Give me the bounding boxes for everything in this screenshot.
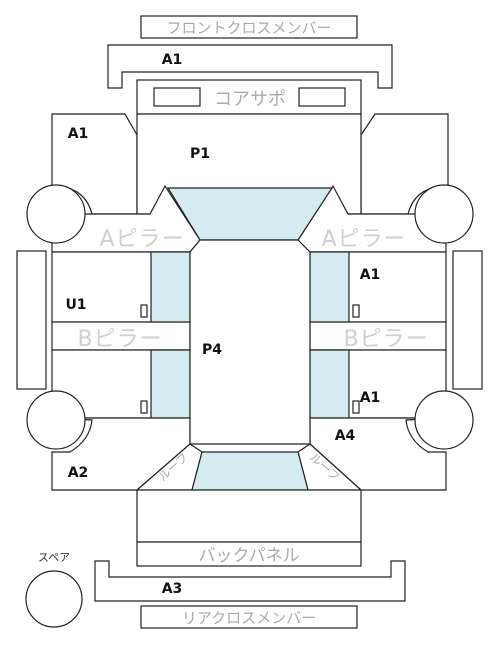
rear-cross-member[interactable]: リアクロスメンバー <box>140 605 358 629</box>
grade-front-member: A1 <box>162 52 183 68</box>
rear-left-wheel[interactable] <box>26 390 86 450</box>
grade-front-left-fender: A1 <box>68 126 89 142</box>
spare-wheel <box>25 570 83 628</box>
right-front-window[interactable] <box>309 251 350 323</box>
spare-label: スペア <box>38 551 70 564</box>
grade-left-rear-quarter: A2 <box>68 465 89 481</box>
left-headlight <box>153 87 201 107</box>
grade-right-rear-door: A1 <box>360 390 381 406</box>
right-front-door-handle <box>352 304 360 318</box>
left-b-pillar-label: Bピラー <box>77 327 162 352</box>
left-rear-door-handle <box>140 400 148 414</box>
right-rear-window[interactable] <box>309 349 350 419</box>
rear-window[interactable] <box>191 451 309 491</box>
front-right-wheel[interactable] <box>414 184 474 244</box>
front-cross-member[interactable]: フロントクロスメンバー <box>140 15 358 39</box>
left-a-pillar-label: Aピラー <box>99 227 184 252</box>
trunk-lid[interactable] <box>136 489 362 543</box>
grade-bonnet: P1 <box>190 146 210 162</box>
roof-panel[interactable]: P4 <box>189 239 311 445</box>
spare-tire[interactable]: スペア <box>25 551 83 628</box>
rear-right-wheel[interactable] <box>414 390 474 450</box>
front-member[interactable]: A1 <box>107 44 393 89</box>
core-support-label: コアサポ <box>214 89 286 110</box>
right-b-pillar-label: Bピラー <box>343 327 428 352</box>
right-headlight <box>298 87 346 107</box>
back-panel-label: バックパネル <box>198 546 299 566</box>
grade-roof: P4 <box>202 342 222 358</box>
left-front-window[interactable] <box>150 251 191 323</box>
right-a-pillar-label: Aピラー <box>321 227 406 252</box>
left-b-pillar[interactable]: Bピラー <box>51 321 191 352</box>
grade-rear-member: A3 <box>162 581 183 597</box>
right-rear-door-handle <box>352 400 360 414</box>
left-rear-quarter[interactable]: A2 <box>51 417 191 491</box>
rear-member[interactable]: A3 <box>94 560 406 602</box>
front-cross-member-label: フロントクロスメンバー <box>166 19 331 37</box>
back-panel[interactable]: バックパネル <box>136 541 362 567</box>
left-side-mirror[interactable] <box>16 250 47 390</box>
right-a-pillar[interactable]: Aピラー <box>297 184 447 253</box>
rear-cross-member-label: リアクロスメンバー <box>182 609 316 627</box>
grade-right-front-door: A1 <box>360 267 381 283</box>
right-side-mirror[interactable] <box>452 250 483 390</box>
front-left-wheel[interactable] <box>26 184 86 244</box>
right-b-pillar[interactable]: Bピラー <box>309 321 447 352</box>
left-rear-window[interactable] <box>150 349 191 419</box>
grade-right-rear-quarter: A4 <box>335 428 356 444</box>
left-front-door-handle <box>140 304 148 318</box>
right-rear-quarter[interactable]: A4 <box>309 417 447 491</box>
core-support[interactable]: コアサポ <box>136 79 362 115</box>
grade-left-front-door: U1 <box>65 297 86 313</box>
